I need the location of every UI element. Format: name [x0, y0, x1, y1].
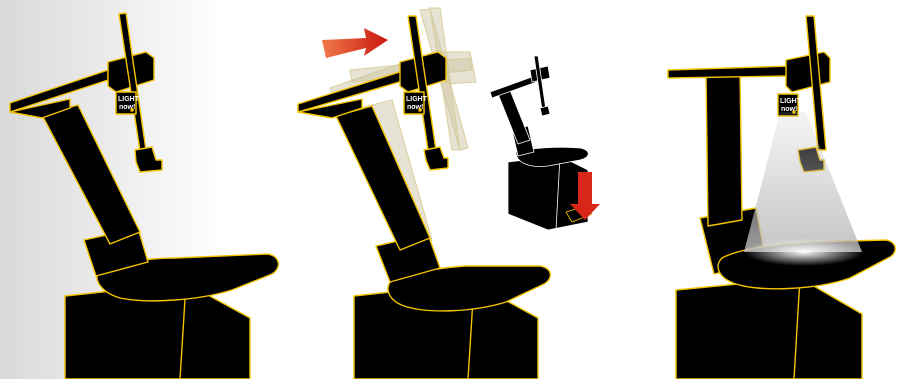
light-spark-icon — [418, 108, 422, 112]
label-line1: LIGHT — [118, 96, 140, 103]
label-line1: LIGHT — [406, 96, 428, 103]
light-spark-icon — [130, 108, 134, 112]
label-line1: LIGHT — [780, 98, 802, 105]
column — [706, 70, 742, 226]
light-spot — [744, 238, 864, 266]
